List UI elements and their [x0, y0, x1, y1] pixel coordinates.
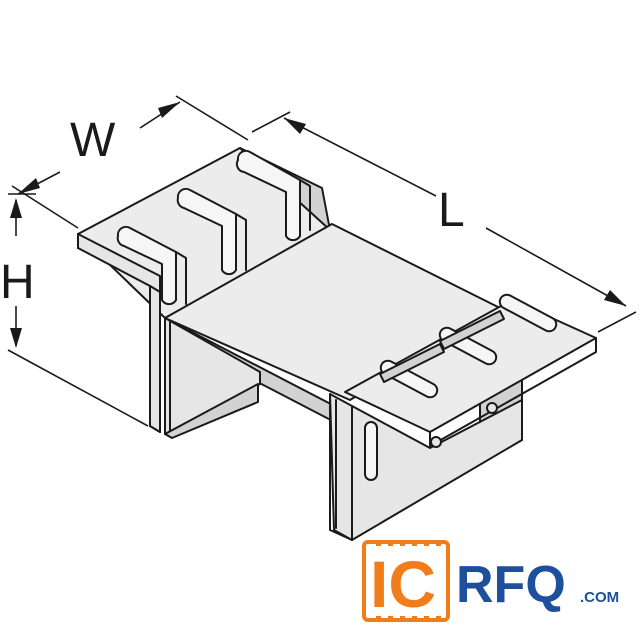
logo-ic-text: IC [370, 547, 436, 621]
front-bracket [329, 299, 597, 541]
rear-slots [116, 149, 311, 306]
dimension-w: W [11, 95, 249, 229]
chip-icon [362, 540, 450, 622]
height-label: H [0, 256, 35, 309]
width-label: W [70, 114, 116, 167]
icrfq-logo: IC RFQ .COM [362, 540, 619, 622]
dimension-h: H [0, 193, 149, 427]
logo-rfq-text: RFQ [456, 556, 566, 614]
length-label: L [438, 184, 465, 237]
logo-com-text: .COM [580, 589, 619, 606]
dimension-l: L [251, 111, 637, 333]
front-slots [379, 293, 558, 448]
